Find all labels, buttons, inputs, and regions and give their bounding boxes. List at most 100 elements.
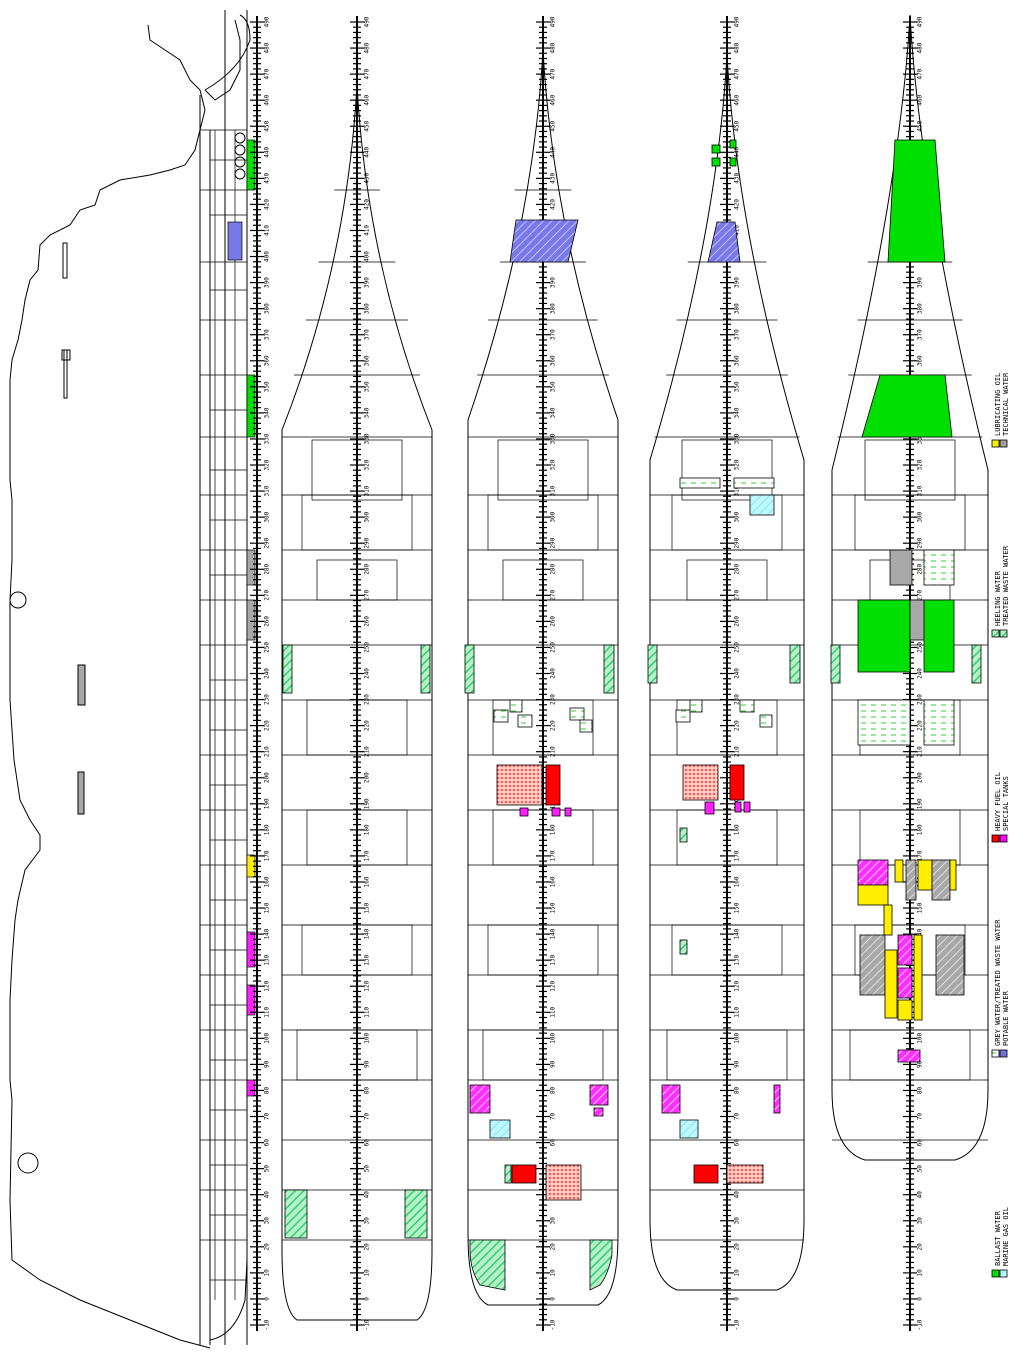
frame-tick-label: 450 [917,120,924,131]
frame-scales: -100102030405060708090100110120130140150… [250,16,924,1331]
frame-tick-label: 390 [364,277,371,288]
frame-scale-1: -100102030405060708090100110120130140150… [250,16,271,1331]
frame-tick-label: 250 [364,642,371,653]
frame-tick-label: 330 [734,433,741,444]
frame-tick-label: 210 [264,746,271,757]
frame-tick-label: 400 [264,251,271,262]
legend-item: MARINE GAS OIL [999,1207,1010,1278]
frame-tick-label: 230 [264,694,271,705]
frame-tick-label: 490 [264,16,271,27]
frame-tick-label: 100 [264,1033,271,1044]
frame-tick-label: 50 [364,1165,371,1173]
frame-tick-label: 170 [734,850,741,861]
side-profile-view [9,10,251,1349]
frame-tick-label: 220 [550,720,557,731]
heeling-tank [647,644,658,684]
frame-tick-label: 100 [364,1033,371,1044]
frame-tick-label: 20 [734,1243,741,1251]
frame-tick-label: 90 [550,1060,557,1068]
frame-tick-label: 170 [364,850,371,861]
frame-tick-label: 280 [734,563,741,574]
frame-tick-label: 230 [917,694,924,705]
frame-tick-label: 350 [364,381,371,392]
frame-tick-label: 320 [364,459,371,470]
side-profile-tanks [227,139,256,1097]
frame-tick-label: 490 [364,16,371,27]
frame-tick-label: 380 [734,303,741,314]
frame-tick-label: 310 [364,485,371,496]
frame-tick-label: 320 [550,459,557,470]
legend-item: GREY WATER/TREATED WASTE WATER [991,919,1002,1058]
frame-tick-label: 70 [264,1113,271,1121]
legend-label: POTABLE WATER [1002,990,1010,1046]
frame-tick-label: 250 [734,642,741,653]
frame-tick-label: 110 [550,1006,557,1017]
ballast-tank [923,599,955,673]
frame-tick-label: 50 [264,1165,271,1173]
frame-tick-label: 470 [734,68,741,79]
frame-tick-label: 490 [550,16,557,27]
special-tank [589,1084,609,1106]
frame-tick-label: 80 [734,1086,741,1094]
heeling-tank [971,644,982,684]
frame-tick-label: 240 [550,668,557,679]
legend-item: BALLAST WATER [991,1210,1002,1278]
hfo-tank [545,764,561,806]
frame-tick-label: 480 [264,42,271,53]
frame-tick-label: 310 [734,485,741,496]
frame-tick-label: 210 [550,746,557,757]
frame-tick-label: 390 [734,277,741,288]
frame-tick-label: 380 [550,303,557,314]
plan-tanks [282,139,982,1291]
legend-item: LUBRICATING OIL [991,373,1002,448]
heeling-tank [469,1239,506,1291]
frame-tick-label: 130 [364,954,371,965]
frame-tick-label: 60 [917,1139,924,1147]
legend-swatch [999,629,1008,638]
frame-tick-label: 430 [364,173,371,184]
frame-tick-label: 250 [264,642,271,653]
legend-item: SPECIAL TANKS [999,776,1010,843]
frame-tick-label: 490 [917,16,924,27]
legend-label: BALLAST WATER [994,1210,1002,1266]
frame-tick-label: 360 [734,355,741,366]
frame-tick-label: 300 [917,511,924,522]
frame-tick-label: 370 [550,329,557,340]
frame-tick-label: 0 [917,1297,924,1301]
legend-label: MARINE GAS OIL [1002,1207,1010,1266]
frame-tick-label: 110 [734,1006,741,1017]
frame-tick-label: 230 [364,694,371,705]
frame-tick-label: 20 [364,1243,371,1251]
hfo-tank [729,764,745,801]
special-tank [469,1084,491,1114]
legend-swatch [991,834,1000,843]
frame-tick-label: 340 [550,407,557,418]
frame-tick-label: 160 [550,876,557,887]
frame-tick-label: 460 [917,94,924,105]
legend-item: POTABLE WATER [999,990,1010,1058]
frame-tick-label: 140 [734,928,741,939]
legend-label: SPECIAL TANKS [1002,776,1010,831]
frame-tick-label: 380 [264,303,271,314]
frame-tick-label: 410 [264,225,271,236]
frame-tick-label: 140 [550,928,557,939]
frame-tick-label: 360 [264,355,271,366]
legend-label: HEELING WATER [994,570,1002,626]
heeling-tank [282,644,293,694]
hfo-tank [726,1164,764,1184]
frame-tick-label: 30 [550,1217,557,1225]
frame-tick-label: -10 [917,1319,924,1330]
frame-tick-label: 20 [917,1243,924,1251]
frame-tick-label: 460 [734,94,741,105]
frame-tick-label: 480 [734,42,741,53]
frame-tick-label: 410 [734,225,741,236]
frame-tick-label: 290 [264,537,271,548]
frame-tick-label: 220 [364,720,371,731]
frame-tick-label: 360 [917,355,924,366]
frame-tick-label: 440 [364,146,371,157]
frame-tick-label: 210 [734,746,741,757]
frame-tick-label: 180 [264,824,271,835]
frame-tick-label: 220 [264,720,271,731]
frame-tick-label: 380 [364,303,371,314]
